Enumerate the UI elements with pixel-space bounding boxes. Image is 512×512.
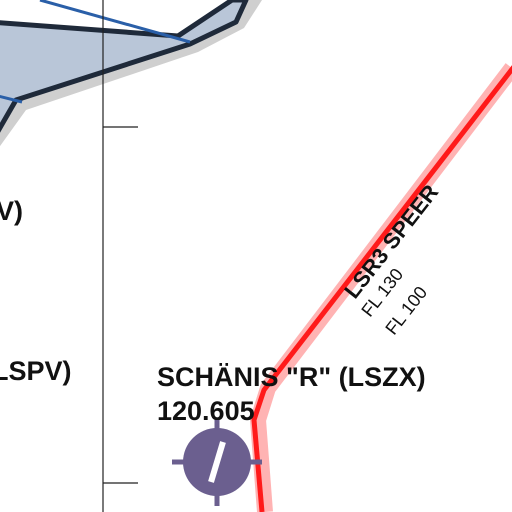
airspace-polygon <box>0 0 249 133</box>
runway-marking <box>208 441 226 483</box>
airspace-area <box>0 0 262 147</box>
partial-label-bottom: LSPV) <box>0 356 72 386</box>
airfield-frequency: 120.605 <box>157 396 255 426</box>
route-lsr3 <box>250 63 512 512</box>
boundary-line <box>102 0 138 512</box>
partial-label-top: V) <box>0 196 23 226</box>
airfield-name: SCHÄNIS "R" (LSZX) <box>157 362 426 392</box>
airspace-inner-line <box>0 94 23 104</box>
airfield-icon <box>172 420 262 506</box>
airspace-inner-line <box>39 0 191 44</box>
route-line <box>251 65 512 512</box>
